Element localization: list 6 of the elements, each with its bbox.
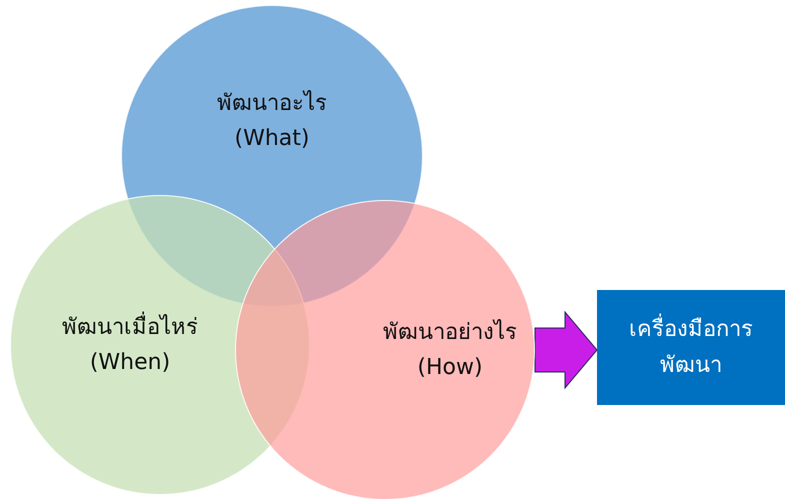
node-text: พัฒนาเมื่อไหร่ (When) — [30, 310, 230, 380]
result-box — [597, 290, 785, 405]
node-text: พัฒนาอย่างไร (How) — [382, 318, 518, 382]
node-text: พัฒนาอะไร (What) — [216, 89, 328, 153]
node-text: เครื่องมือการพัฒนา — [611, 312, 771, 383]
block-arrow — [534, 310, 598, 390]
